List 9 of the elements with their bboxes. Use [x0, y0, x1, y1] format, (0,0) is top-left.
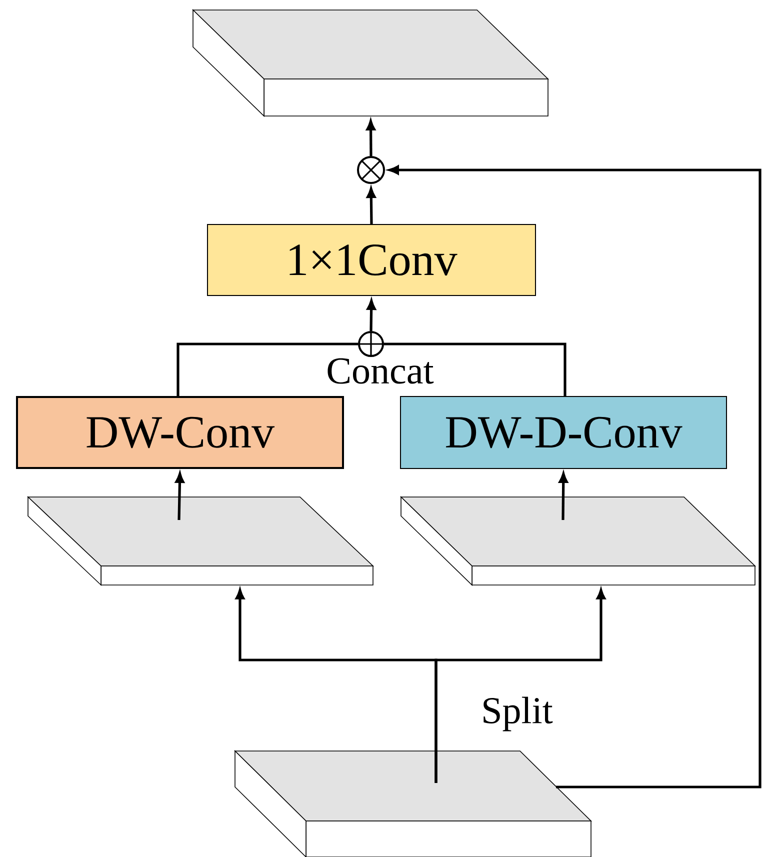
conv-box: DW-Conv [16, 396, 344, 469]
circled-times-symbol [357, 156, 385, 184]
split-label: Split [484, 696, 553, 732]
conv-box: 1×1Conv [207, 224, 536, 296]
connector-line [384, 342, 566, 396]
conv-box: DW-D-Conv [400, 396, 727, 469]
concat-label: Concat [328, 358, 434, 384]
circled-plus-symbol [358, 331, 384, 357]
connector-line [176, 342, 358, 396]
